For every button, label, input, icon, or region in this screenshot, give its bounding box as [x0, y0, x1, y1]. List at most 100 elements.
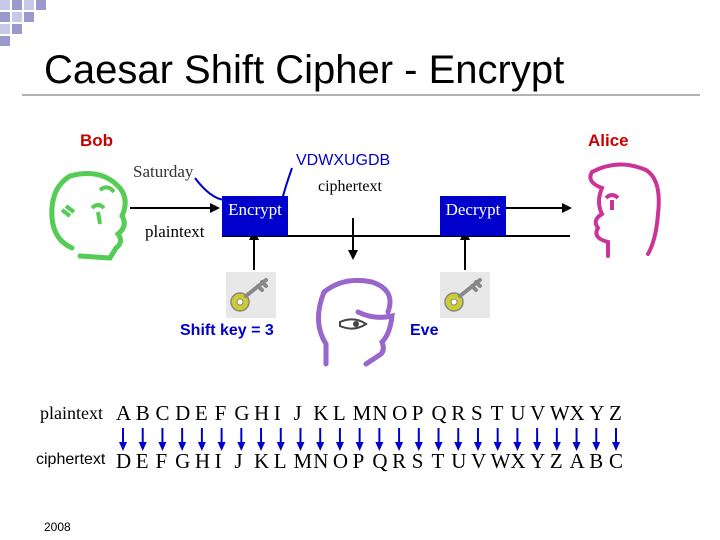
bob-face-icon	[49, 171, 128, 261]
alice-label: Alice	[588, 131, 629, 150]
cipher-letter-e: E	[135, 449, 149, 473]
plaintext-row-label: plaintext	[40, 403, 103, 423]
map-arrowhead-o	[395, 442, 404, 451]
cipher-letter-s: S	[411, 449, 424, 473]
cipher-letter-i: I	[214, 449, 222, 473]
plain-letter-p: P	[411, 401, 424, 425]
plain-letter-f: F	[214, 401, 227, 425]
plain-letter-u: U	[510, 401, 526, 425]
plaintext-word: Saturday	[133, 162, 194, 181]
ciphertext-caption: ciphertext	[318, 178, 382, 195]
map-arrowhead-h	[257, 442, 266, 451]
map-arrowhead-d	[178, 442, 187, 451]
plain-letter-q: Q	[431, 401, 447, 425]
eve-face-icon	[316, 277, 395, 367]
cipher-letter-m: M	[293, 449, 313, 473]
cipher-letter-c: C	[609, 449, 624, 473]
cipher-letter-u: U	[451, 449, 467, 473]
plaintext-caption: plaintext	[145, 222, 205, 241]
decrypt-box: Decrypt	[440, 196, 506, 236]
map-arrowhead-k	[316, 442, 325, 451]
plain-letter-n: N	[372, 401, 388, 425]
map-arrowhead-q	[434, 442, 443, 451]
map-arrowhead-i	[276, 442, 285, 451]
map-arrowhead-t	[493, 442, 502, 451]
map-arrowhead-a	[119, 442, 127, 451]
plain-letter-k: K	[313, 401, 329, 425]
map-arrowhead-g	[237, 442, 246, 451]
cipher-letter-k: K	[254, 449, 270, 473]
map-arrowhead-b	[138, 442, 147, 451]
map-arrowhead-u	[513, 442, 522, 451]
map-arrowhead-c	[158, 442, 167, 451]
bob-label: Bob	[80, 131, 114, 150]
map-arrowhead-w	[552, 442, 561, 451]
plain-letter-z: Z	[609, 401, 622, 425]
cipher-letter-b: B	[589, 449, 604, 473]
plain-letter-v: V	[530, 401, 546, 425]
cipher-letter-f: F	[155, 449, 168, 473]
cipher-letter-p: P	[352, 449, 365, 473]
cipher-letter-h: H	[194, 449, 211, 473]
shift-key-label: Shift key = 3	[180, 322, 274, 339]
cipher-letter-y: Y	[530, 449, 546, 473]
plain-letter-g: G	[234, 401, 250, 425]
cipher-letter-n: N	[313, 449, 329, 473]
map-arrowhead-p	[414, 442, 423, 451]
ciphertext-word: VDWXUGDB	[296, 152, 391, 169]
cipher-letter-d: D	[116, 449, 132, 473]
plain-letter-c: C	[155, 401, 170, 425]
cipher-letter-t: T	[431, 449, 445, 473]
plain-letter-t: T	[490, 401, 504, 425]
map-arrowhead-z	[612, 442, 620, 451]
cipher-letter-o: O	[332, 449, 349, 473]
plain-letter-r: R	[451, 401, 466, 425]
shift-key-icon	[226, 272, 276, 318]
map-arrowhead-y	[592, 442, 601, 451]
cipher-letter-q: Q	[372, 449, 388, 473]
ciphertext-row-label: ciphertext	[36, 451, 106, 468]
page-title: Caesar Shift Cipher - Encrypt	[44, 48, 565, 92]
map-arrowhead-f	[217, 442, 226, 451]
plain-letter-h: H	[254, 401, 270, 425]
plain-letter-y: Y	[589, 401, 605, 425]
plain-letter-l: L	[332, 401, 346, 425]
plain-letter-m: M	[352, 401, 372, 425]
cipher-letter-j: J	[234, 449, 243, 473]
cipher-letter-g: G	[175, 449, 191, 473]
plain-letter-o: O	[392, 401, 408, 425]
plain-letter-i: I	[273, 401, 281, 425]
map-arrowhead-j	[296, 442, 305, 451]
map-arrowhead-l	[335, 442, 344, 451]
map-arrowhead-s	[473, 442, 482, 451]
plain-letter-x: X	[569, 401, 585, 425]
cipher-letter-v: V	[470, 449, 487, 473]
map-arrowhead-x	[572, 442, 581, 451]
map-arrowhead-m	[355, 442, 364, 451]
encrypt-box: Encrypt	[222, 196, 288, 236]
plain-letter-e: E	[194, 401, 208, 425]
map-arrowhead-r	[454, 442, 463, 451]
year-footer: 2008	[44, 520, 71, 534]
map-arrowhead-v	[533, 442, 542, 451]
cipher-letter-l: L	[273, 449, 287, 473]
alice-key-icon	[440, 272, 490, 318]
cipher-letter-r: R	[392, 449, 407, 473]
plain-letter-d: D	[175, 401, 191, 425]
cipher-letter-w: W	[490, 449, 511, 473]
map-arrowhead-n	[375, 442, 384, 451]
plain-letter-w: W	[549, 401, 570, 425]
plain-letter-a: A	[116, 401, 132, 425]
eve-label: Eve	[410, 322, 439, 339]
cipher-letter-a: A	[569, 449, 585, 473]
alice-face-icon	[588, 162, 661, 258]
plain-letter-s: S	[470, 401, 483, 425]
cipher-letter-x: X	[510, 449, 526, 473]
cipher-letter-z: Z	[549, 449, 563, 473]
plain-letter-j: J	[293, 401, 302, 425]
map-arrowhead-e	[197, 442, 206, 451]
plain-letter-b: B	[135, 401, 150, 425]
